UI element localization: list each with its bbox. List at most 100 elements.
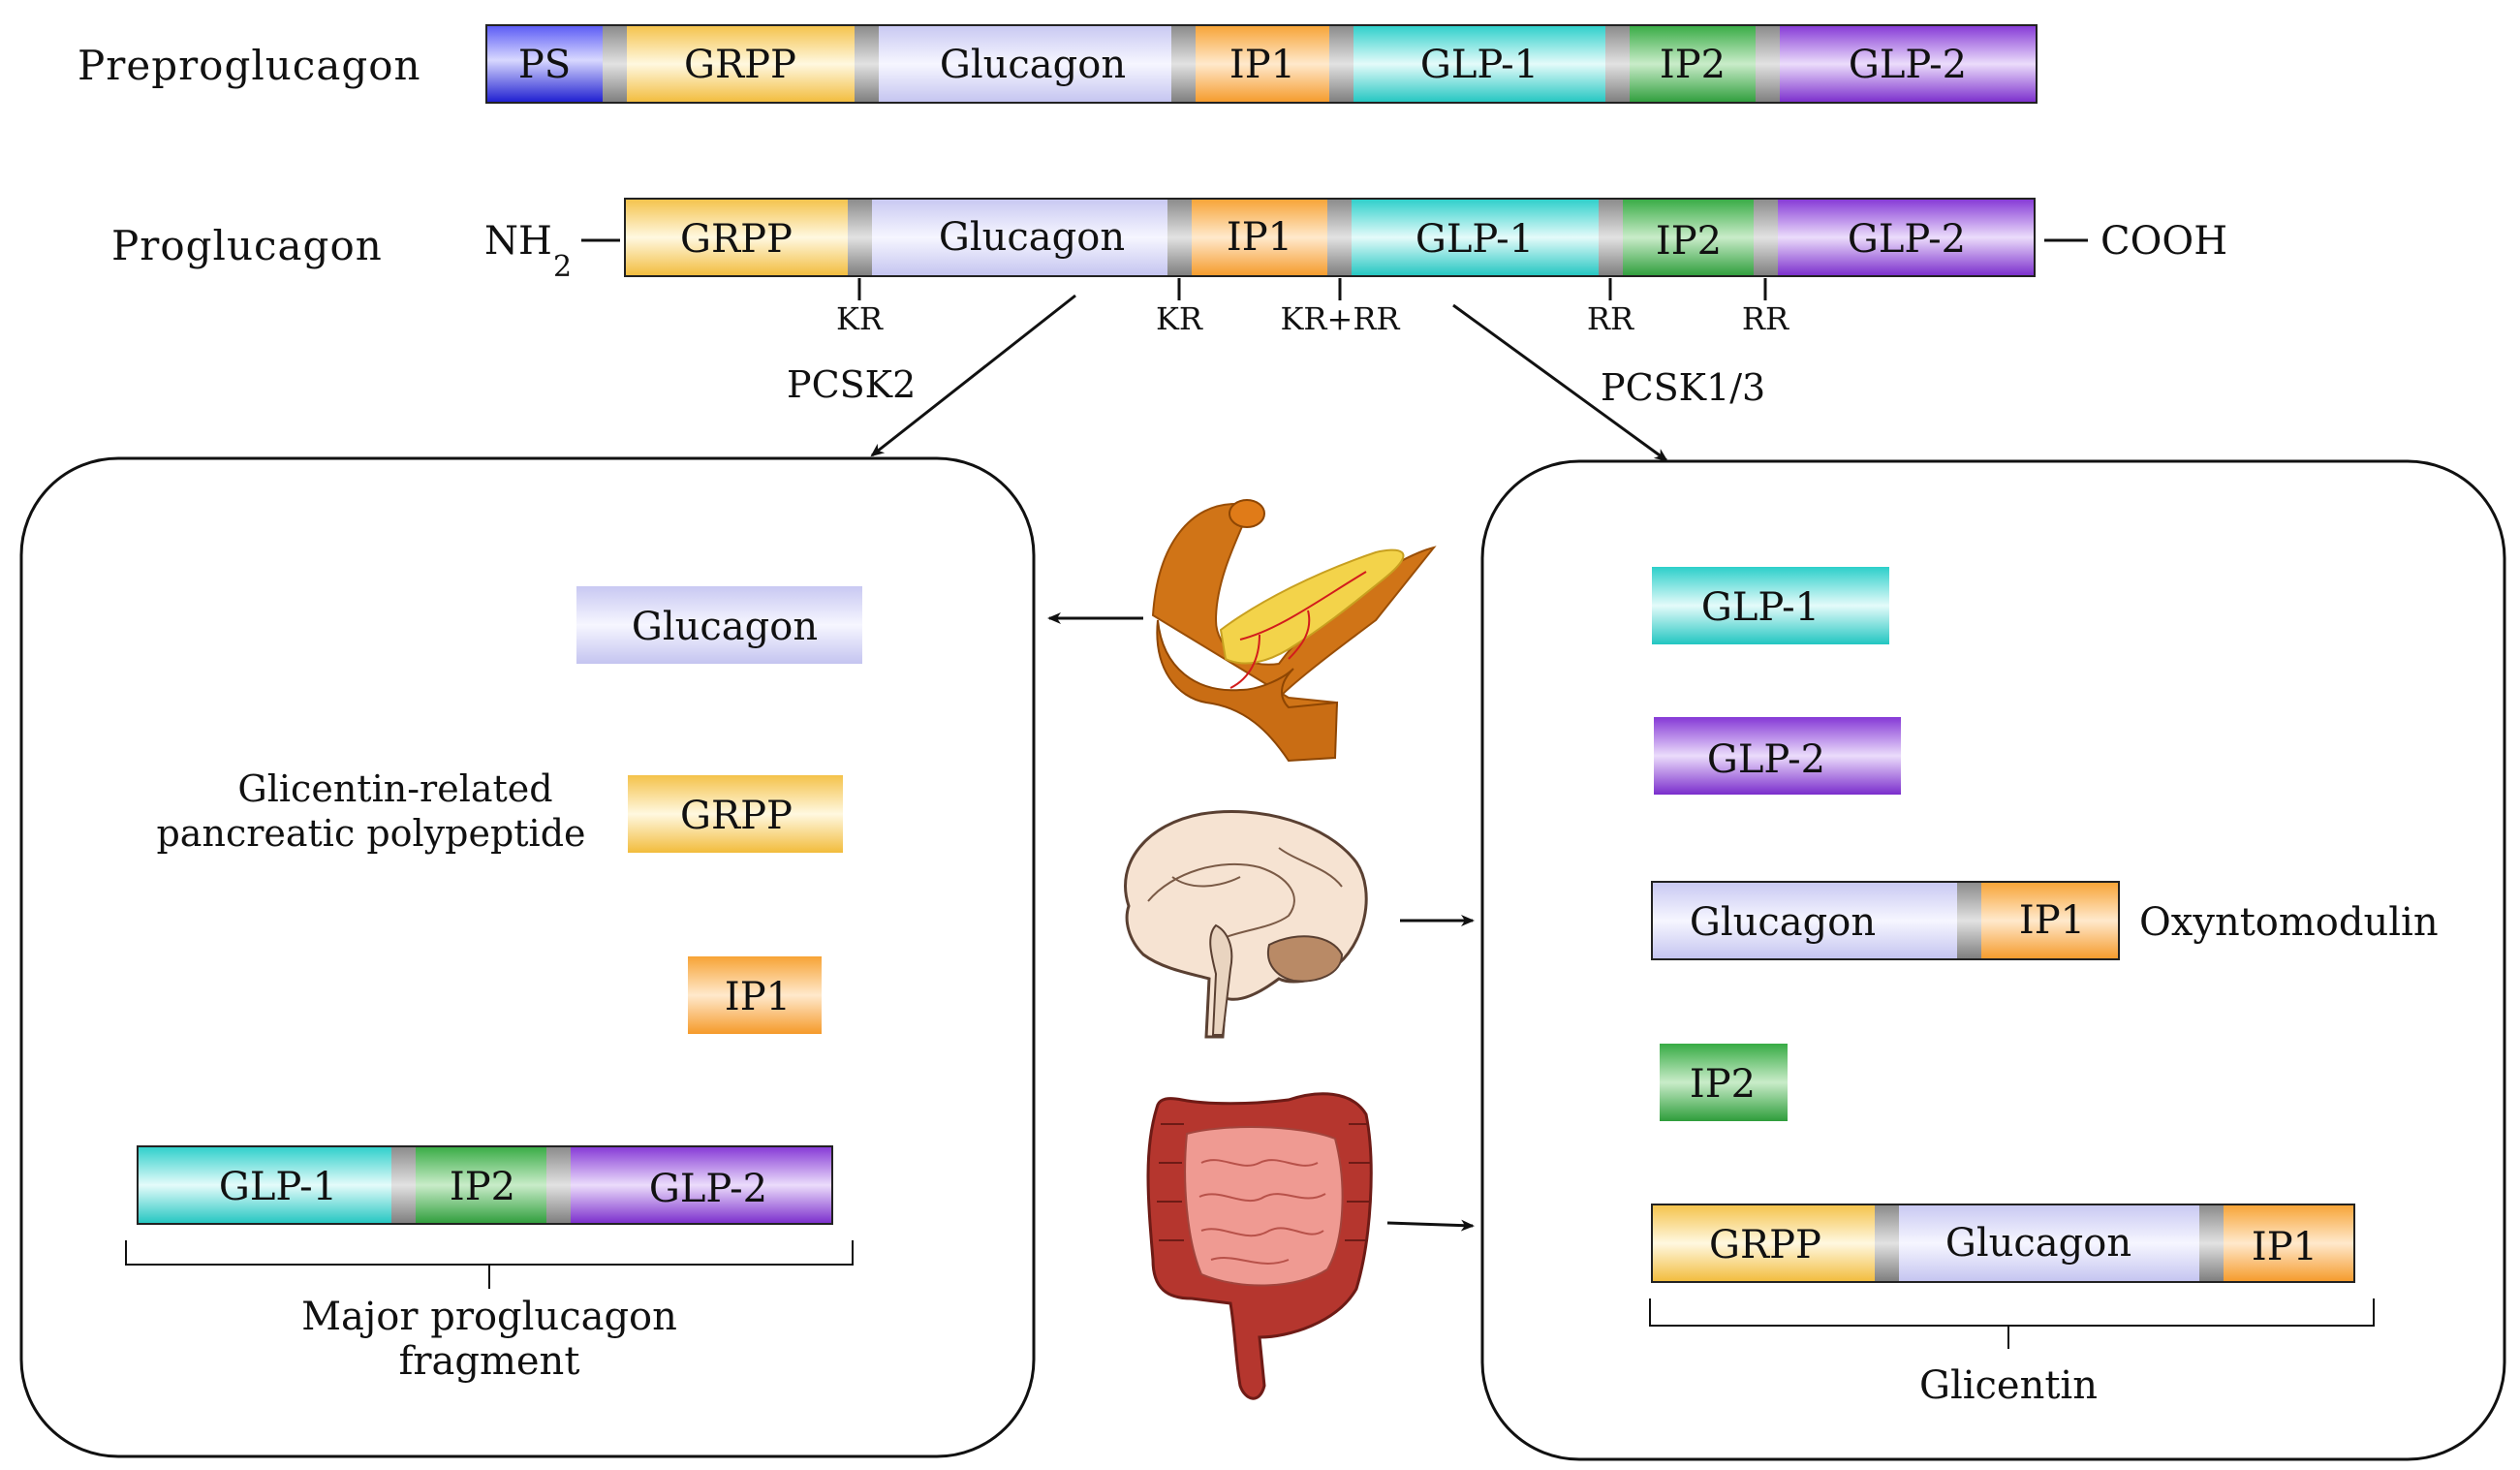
glp1-label: GLP-1 [1420, 43, 1539, 87]
glp2-label: GLP-2 [649, 1167, 767, 1211]
spacer-segment [1756, 25, 1780, 103]
spacer-segment [1171, 25, 1196, 103]
spacer-segment [1875, 1204, 1899, 1282]
spacer-segment [391, 1146, 416, 1224]
glicentin-fragment: GRPP Glucagon IP1 [1651, 1204, 2355, 1283]
cleavage-kr-2: KR [1156, 300, 1203, 337]
pcsk2-arrow [870, 294, 1076, 457]
major-fragment-label-line1: Major proglucagon [301, 1295, 677, 1339]
ps-segment [486, 25, 603, 103]
spacer-segment [855, 25, 879, 103]
spacer-segment [1327, 199, 1352, 276]
preproglucagon-label: Preproglucagon [78, 42, 421, 89]
proglucagon-bar: GRPP Glucagon IP1 GLP-1 IP2 GLP-2 [624, 198, 2036, 277]
glucagon-label: Glucagon [632, 605, 818, 649]
glp1-label: GLP-1 [1416, 217, 1534, 262]
spacer-segment [2199, 1204, 2224, 1282]
glucagon-label: Glucagon [939, 215, 1125, 260]
ip2-segment [416, 1146, 546, 1224]
spacer-segment [1329, 25, 1353, 103]
ip2-segment [1630, 25, 1756, 103]
spacer-segment [603, 25, 627, 103]
glucagon-segment [879, 25, 1171, 103]
cleavage-sites: KR KR KR+RR RR RR [836, 278, 1789, 337]
pcsk2-label: PCSK2 [787, 363, 916, 406]
glp1-label: GLP-1 [219, 1165, 337, 1209]
spacer-segment [1605, 25, 1630, 103]
cleavage-kr-1: KR [836, 300, 884, 337]
major-fragment-bracket [125, 1240, 854, 1289]
glucagon-label: Glucagon [1945, 1221, 2131, 1266]
grpp-segment [627, 25, 855, 103]
glp2-segment [1780, 25, 2037, 103]
right-glp1-fragment: GLP-1 [1652, 567, 1889, 644]
proglucagon-label: Proglucagon [111, 222, 383, 269]
left-panel [19, 456, 1036, 1458]
grpp-segment [1652, 1204, 1875, 1282]
ip1-label: IP1 [2019, 898, 2085, 943]
spacer-segment [1957, 882, 1981, 959]
ip1-segment [1196, 25, 1329, 103]
oxyntomodulin-label: Oxyntomodulin [2139, 900, 2439, 945]
ps-label: PS [518, 43, 571, 87]
glp2-label: GLP-2 [1849, 43, 1967, 87]
intestine-arrow [1386, 1219, 1475, 1232]
intestine-icon [1146, 1092, 1373, 1400]
glp1-segment [138, 1146, 391, 1224]
left-glucagon-fragment: Glucagon [576, 586, 862, 664]
nh2-label: NH [484, 219, 552, 264]
glp1-segment [1353, 25, 1605, 103]
ip2-label: IP2 [1660, 43, 1726, 87]
glicentin-bracket [1649, 1298, 2375, 1349]
right-glp2-fragment: GLP-2 [1654, 717, 1901, 795]
spacer-segment [1599, 199, 1623, 276]
cleavage-rr-2: RR [1742, 300, 1789, 337]
ip1-segment [1192, 199, 1327, 276]
grpp-label: GRPP [684, 43, 796, 87]
glp1-label: GLP-1 [1701, 585, 1820, 630]
pcsk13-label: PCSK1/3 [1601, 366, 1765, 409]
grpp-description-line1: Glicentin-related [237, 767, 552, 810]
cleavage-kr-rr: KR+RR [1281, 300, 1401, 337]
grpp-label: GRPP [680, 217, 793, 262]
major-proglucagon-fragment: GLP-1 IP2 GLP-2 [137, 1145, 833, 1225]
preproglucagon-bar: PS GRPP Glucagon IP1 GLP-1 IP2 GLP-2 [485, 24, 2038, 104]
grpp-label: GRPP [680, 794, 793, 838]
ip2-label: IP2 [1656, 219, 1722, 264]
glp2-segment [1778, 199, 2035, 276]
ip2-segment [1623, 199, 1754, 276]
spacer-segment [1167, 199, 1192, 276]
ip1-label: IP1 [1227, 215, 1292, 260]
grpp-label: GRPP [1709, 1223, 1821, 1267]
glp2-label: GLP-2 [1707, 737, 1825, 782]
glucagon-label: Glucagon [940, 43, 1126, 87]
ip1-label: IP1 [2252, 1225, 2318, 1269]
pcsk13-arrow [1452, 303, 1668, 462]
ip1-segment [1981, 882, 2119, 959]
nh2-subscript: 2 [553, 250, 572, 284]
cooh-label: COOH [2100, 219, 2227, 264]
glucagon-segment [1652, 882, 1957, 959]
glucagon-label: Glucagon [1690, 900, 1876, 945]
right-panel [1480, 459, 2506, 1461]
left-grpp-fragment: GRPP [628, 775, 843, 853]
spacer-segment [1754, 199, 1778, 276]
grpp-description-line2: pancreatic polypeptide [156, 812, 585, 855]
brain-icon [1124, 810, 1368, 1039]
left-ip1-fragment: IP1 [688, 956, 822, 1034]
glicentin-label: Glicentin [1919, 1363, 2098, 1408]
spacer-segment [848, 199, 872, 276]
glp2-segment [571, 1146, 832, 1224]
oxyntomodulin-fragment: Glucagon IP1 [1651, 881, 2120, 960]
ip1-segment [2224, 1204, 2354, 1282]
spacer-segment [546, 1146, 571, 1224]
ip2-label: IP2 [450, 1165, 515, 1209]
ip1-label: IP1 [1229, 43, 1295, 87]
glp2-label: GLP-2 [1848, 217, 1966, 262]
glucagon-segment [1899, 1204, 2199, 1282]
ip1-label: IP1 [725, 975, 791, 1019]
cleavage-rr-1: RR [1587, 300, 1634, 337]
major-fragment-label-line2: fragment [399, 1339, 580, 1384]
